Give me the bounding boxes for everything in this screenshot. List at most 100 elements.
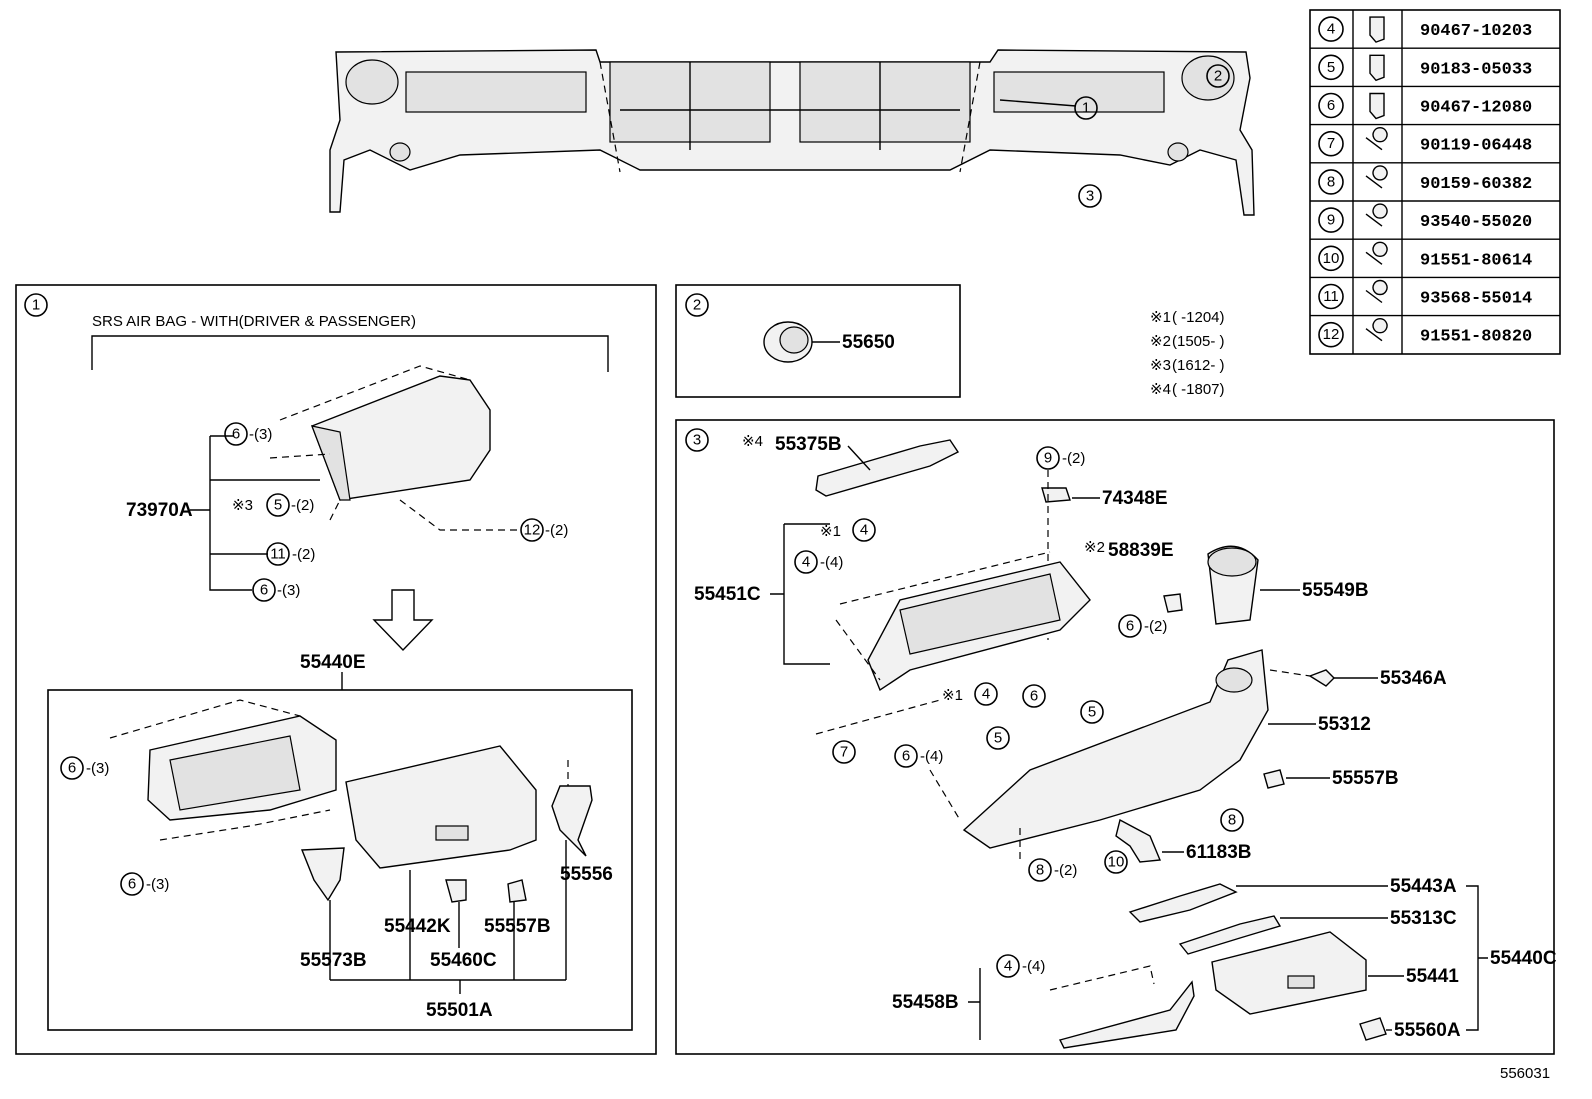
overview-callout-3: 3	[1078, 184, 1102, 208]
svg-text:4: 4	[860, 522, 868, 539]
svg-text:-(4): -(4)	[1022, 958, 1045, 975]
screw-icon	[1365, 127, 1388, 151]
svg-text:※1: ※1	[820, 523, 841, 540]
part-55312: 55312	[1318, 714, 1371, 735]
fastener-part-number: 91551-80820	[1420, 328, 1532, 347]
screw-icon	[1365, 318, 1388, 342]
note-3-mark: ※3	[1150, 357, 1171, 374]
fastener-ref-circle	[1318, 16, 1344, 42]
fastener-ref: 7	[1327, 135, 1335, 152]
part-58839E: 58839E	[1108, 540, 1174, 561]
fastener-ref-circle	[1318, 283, 1344, 310]
svg-text:※1: ※1	[942, 687, 963, 704]
svg-text:6: 6	[128, 876, 136, 893]
svg-text:4: 4	[1004, 958, 1012, 975]
panel-2-index: 2	[693, 297, 701, 314]
svg-text:※3: ※3	[232, 497, 253, 514]
fastener-ref-circle	[1318, 92, 1344, 119]
part-55346A: 55346A	[1380, 668, 1447, 689]
part-55560A: 55560A	[1394, 1020, 1461, 1041]
svg-text:5: 5	[994, 730, 1002, 747]
fastener-ref-circle	[1318, 169, 1344, 195]
part-55557B-p3: 55557B	[1332, 768, 1399, 789]
note-1-range: ( -1204)	[1172, 309, 1225, 326]
fastener-ref: 5	[1327, 59, 1335, 76]
part-74348E: 74348E	[1102, 488, 1168, 509]
svg-text:5: 5	[1088, 704, 1096, 721]
part-55375B: 55375B	[775, 434, 842, 455]
svg-text:12: 12	[524, 522, 541, 539]
svg-text:6: 6	[902, 748, 910, 765]
fastener-ref: 10	[1323, 250, 1340, 267]
part-55573B: 55573B	[300, 950, 367, 971]
svg-text:8: 8	[1036, 862, 1044, 879]
fastener-ref-circle	[1318, 54, 1344, 81]
fastener-ref-circle	[1318, 130, 1344, 157]
fastener-part-number: 90467-12080	[1420, 99, 1532, 118]
svg-text:9: 9	[1044, 450, 1052, 467]
fastener-row: 4 90467-10203	[1318, 16, 1532, 43]
fastener-part-number: 90467-10203	[1420, 22, 1532, 41]
clip-icon	[1369, 92, 1385, 120]
panel-2: 2 55650	[675, 284, 961, 398]
fastener-ref: 8	[1327, 173, 1335, 190]
note-2-mark: ※2	[1150, 333, 1171, 350]
svg-text:-(3): -(3)	[249, 426, 272, 443]
svg-text:5: 5	[274, 497, 282, 514]
fastener-row: 6 90467-12080	[1318, 92, 1532, 120]
note-4-mark: ※4	[1150, 381, 1171, 398]
svg-text:※4: ※4	[742, 433, 763, 450]
panel-1-index: 1	[32, 297, 40, 314]
svg-text:-(3): -(3)	[277, 582, 300, 599]
svg-text:-(2): -(2)	[1054, 862, 1077, 879]
instrument-panel-overview	[329, 49, 1255, 216]
svg-text:10: 10	[1108, 854, 1125, 871]
fastener-part-number: 90159-60382	[1420, 175, 1532, 194]
part-55451C: 55451C	[694, 584, 761, 605]
svg-text:-(2): -(2)	[545, 522, 568, 539]
date-notes: ※1 ( -1204) ※2 (1505- ) ※3 (1612- ) ※4 (…	[1150, 309, 1225, 398]
fastener-ref: 12	[1323, 326, 1340, 343]
note-3-range: (1612- )	[1172, 357, 1225, 374]
svg-text:※2: ※2	[1084, 539, 1105, 556]
fastener-row: 7 90119-06448	[1318, 127, 1532, 157]
fastener-ref: 4	[1327, 21, 1335, 38]
part-55458B: 55458B	[892, 992, 959, 1013]
fastener-part-number: 93568-55014	[1420, 290, 1532, 309]
fastener-ref: 9	[1327, 212, 1335, 229]
svg-text:7: 7	[840, 744, 848, 761]
fastener-ref: 6	[1327, 97, 1335, 114]
clip-icon	[1369, 54, 1385, 82]
screw-icon	[1365, 279, 1388, 304]
part-55442K: 55442K	[384, 916, 451, 937]
part-61183B: 61183B	[1186, 842, 1252, 863]
fastener-row: 12 91551-80820	[1318, 318, 1532, 348]
part-55460C: 55460C	[430, 950, 497, 971]
overview-callout-1: 1	[999, 96, 1098, 120]
fastener-ref-circle	[1318, 321, 1344, 348]
svg-text:6: 6	[1126, 618, 1134, 635]
part-55501A: 55501A	[426, 1000, 493, 1021]
panel-3-index: 3	[693, 432, 701, 449]
svg-text:8: 8	[1228, 812, 1236, 829]
part-55650: 55650	[842, 332, 895, 353]
fastener-part-number: 90119-06448	[1420, 137, 1532, 156]
airbag-caption: SRS AIR BAG - WITH(DRIVER & PASSENGER)	[92, 313, 416, 330]
part-55440E: 55440E	[300, 652, 366, 673]
svg-text:-(2): -(2)	[291, 497, 314, 514]
svg-text:1: 1	[1082, 100, 1090, 117]
note-2-range: (1505- )	[1172, 333, 1225, 350]
svg-text:2: 2	[1214, 68, 1222, 85]
fastener-ref-circle	[1318, 207, 1344, 233]
svg-text:-(4): -(4)	[820, 554, 843, 571]
note-1-mark: ※1	[1150, 309, 1171, 326]
fastener-ref-circle	[1318, 245, 1344, 272]
part-55556: 55556	[560, 864, 613, 885]
svg-text:6: 6	[1030, 688, 1038, 705]
screw-icon	[1365, 165, 1388, 189]
part-55440C: 55440C	[1490, 948, 1557, 969]
svg-text:4: 4	[802, 554, 810, 571]
